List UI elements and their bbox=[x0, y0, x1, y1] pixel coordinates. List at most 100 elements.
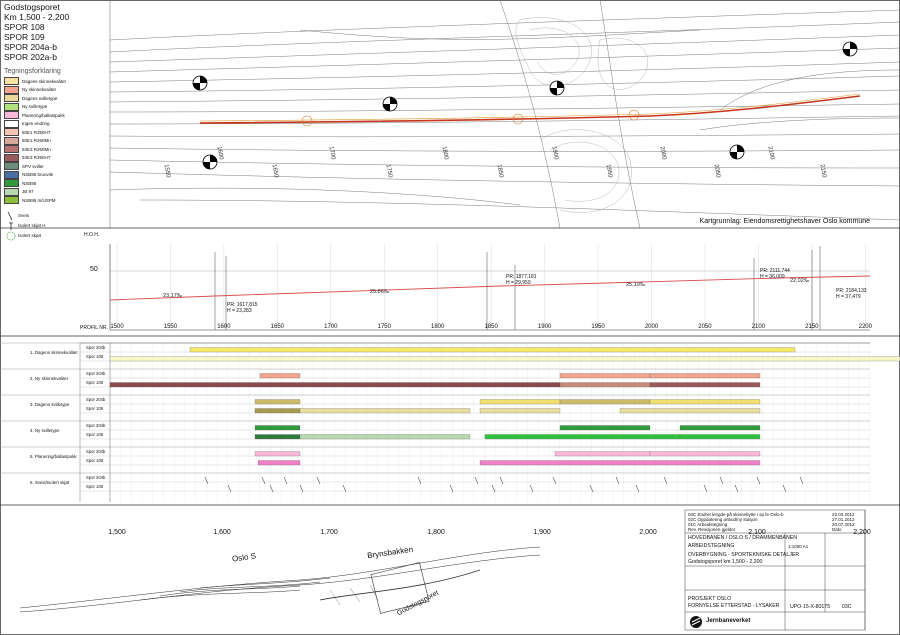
track-row-label: Spor 108 bbox=[86, 354, 103, 359]
legend-swatch bbox=[4, 196, 19, 205]
track-row-label: Spor 204b bbox=[86, 371, 106, 376]
project-line-2: ARBEIDSTEGNING bbox=[688, 543, 735, 549]
work-bars bbox=[109, 347, 900, 466]
track-row-label: Spor 204b bbox=[86, 449, 106, 454]
profile-tick-label: 2150 bbox=[805, 324, 819, 330]
legend-swatch bbox=[4, 136, 19, 145]
km-axis-label: 1,500 bbox=[108, 529, 126, 536]
project-line-4: Godstogsporet km 1,500 - 2,200 bbox=[688, 559, 763, 565]
work-table bbox=[0, 342, 870, 502]
legend-item: NSB95 bruovile bbox=[4, 170, 108, 180]
weld-tick bbox=[342, 484, 347, 493]
weld-tick bbox=[227, 484, 232, 493]
track-row-label: Spor 204b bbox=[86, 475, 106, 480]
legend-swatch bbox=[4, 128, 19, 137]
target-marker-icon bbox=[842, 41, 858, 57]
project-line-1: HOVEDBANEN / OSLO S / DRAMMENBANEN bbox=[688, 535, 797, 541]
weld-tick bbox=[799, 476, 804, 485]
grade-2: 25,86‰ bbox=[370, 289, 390, 295]
project-name: PROSJEKT OSLO bbox=[688, 596, 732, 602]
title-track-1: SPOR 108 bbox=[4, 22, 45, 32]
legend-label: JB 97 bbox=[22, 189, 34, 195]
work-bar bbox=[479, 408, 561, 414]
legend-label: Ny svilletype bbox=[22, 104, 48, 110]
legend-swatch bbox=[4, 187, 19, 196]
weld-tick bbox=[261, 476, 266, 485]
work-bar bbox=[559, 382, 651, 388]
jernbaneverket-logo-icon bbox=[690, 616, 702, 628]
profile-tick-label: 1550 bbox=[163, 324, 178, 330]
legend-item: Planering/ballastpukk bbox=[4, 111, 108, 120]
profile-tick-label: 2100 bbox=[751, 324, 766, 330]
hoh-label: H.O.H. bbox=[84, 232, 100, 238]
weld-tick bbox=[734, 484, 739, 493]
legend-swatch bbox=[4, 85, 19, 94]
section-label: 3. Dagens svilletype bbox=[30, 402, 70, 407]
legend-swatch bbox=[4, 119, 19, 128]
legend-symbol-insulated: Isolert skjøt bbox=[4, 231, 108, 241]
work-bar bbox=[254, 434, 301, 440]
route-circle-icon bbox=[512, 113, 524, 125]
profile-tick-label: 1950 bbox=[591, 324, 605, 330]
legend-label: Ny skinnekvalitet bbox=[22, 87, 56, 93]
legend-swatch bbox=[4, 77, 19, 86]
legend-label: 60E1 R350HT bbox=[22, 129, 51, 135]
target-marker-icon bbox=[202, 154, 218, 170]
weld-tick bbox=[756, 476, 761, 485]
control-point-icons bbox=[192, 41, 858, 170]
km-axis-label: 1,900 bbox=[533, 529, 551, 536]
revision-2: 02C Oppdatering anbud/ny stasjon bbox=[688, 517, 758, 522]
legend-label: NSB95 bruovile bbox=[22, 172, 54, 178]
legend: Tegningsforklaring Dagens skinnekvalitet… bbox=[4, 68, 108, 241]
work-bar bbox=[559, 425, 651, 431]
work-bar bbox=[649, 451, 761, 457]
profile-tick-label: 1750 bbox=[377, 324, 391, 330]
legend-item: 60E1 R260Mn bbox=[4, 136, 108, 146]
insulated-joint-icon bbox=[9, 221, 13, 230]
weld-tick bbox=[491, 484, 496, 493]
revision-code: 03C bbox=[842, 604, 852, 610]
route-circle-icon bbox=[628, 109, 640, 121]
legend-item: JB 97 bbox=[4, 187, 108, 197]
weld-icon bbox=[7, 211, 13, 220]
title-track-2: SPOR 109 bbox=[4, 32, 45, 42]
revision-header-date: Dato bbox=[832, 527, 842, 532]
legend-symbol-insulated-h: Isolert skjøt H bbox=[4, 221, 108, 231]
legend-item: NSB95 bbox=[4, 179, 108, 188]
project-line-3: OVERBYGNING - SPORTEKNISKE DETALJER bbox=[688, 552, 800, 558]
legend-swatch bbox=[4, 111, 19, 120]
legend-heading: Tegningsforklaring bbox=[4, 68, 61, 75]
legend-label: 60E1 R260Mn bbox=[22, 138, 51, 144]
key-map bbox=[19, 546, 541, 614]
weld-tick bbox=[663, 476, 668, 485]
legend-swatch bbox=[4, 179, 19, 188]
work-bar bbox=[619, 408, 761, 414]
work-bar bbox=[554, 451, 651, 457]
km-axis-label: 1,600 bbox=[213, 529, 231, 536]
km-axis-label: 2,000 bbox=[639, 529, 657, 536]
weld-tick bbox=[782, 484, 787, 493]
target-marker-icon bbox=[729, 144, 745, 160]
profile-tick-label: 1700 bbox=[324, 324, 338, 330]
section-label: 1. Dagens skinnekvalitet bbox=[30, 350, 78, 355]
legend-item: Dagens skinnekvalitet bbox=[4, 77, 108, 86]
work-bar bbox=[109, 382, 561, 388]
weld-tick bbox=[474, 476, 479, 485]
revision-3: 01C Arbeidstegning bbox=[688, 522, 728, 527]
weld-tick bbox=[719, 476, 724, 485]
grade-4: 22,02‰ bbox=[790, 278, 810, 284]
track-row-label: Spor 108 bbox=[86, 406, 103, 411]
legend-label: Dagens skinnekvalitet bbox=[22, 78, 66, 84]
track-row-label: Spor 108 bbox=[86, 380, 103, 385]
profile-point-4: PR: 2184,133 H = 37,479 bbox=[836, 288, 867, 300]
route-circle-icon bbox=[301, 115, 313, 127]
weld-tick bbox=[449, 484, 454, 493]
section-label: 5. Planering/ballastpukk bbox=[30, 454, 77, 459]
work-bar bbox=[254, 399, 301, 405]
profile-tick-label: 1850 bbox=[484, 324, 498, 330]
title-block bbox=[684, 509, 866, 631]
profile-tick-label: 1600 bbox=[217, 324, 231, 330]
legend-swatch bbox=[4, 153, 19, 162]
legend-item: 60E1 R350HT bbox=[4, 128, 108, 137]
